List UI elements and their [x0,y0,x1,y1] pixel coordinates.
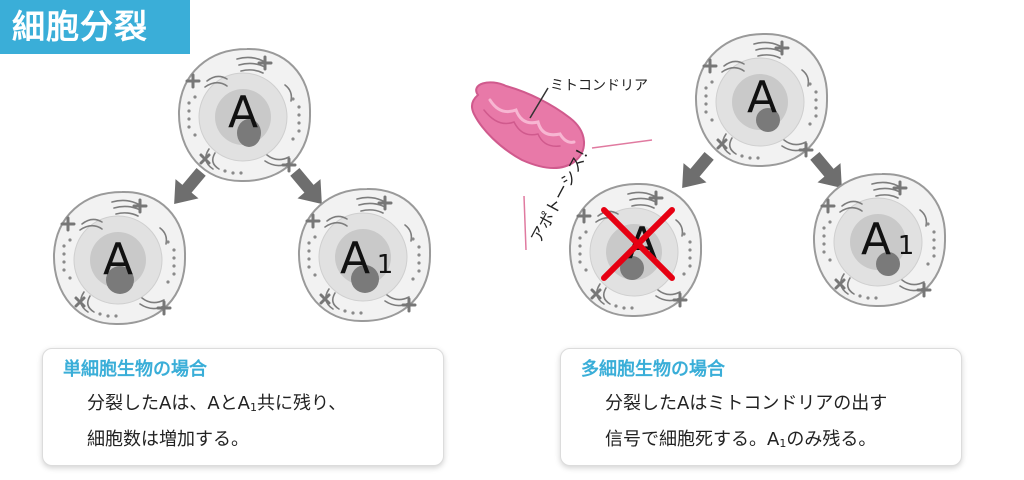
panel-text: 共に残り、 [256,393,347,414]
panel-title: 単細胞生物の場合 [63,359,207,380]
cell-child-left-a: A [52,190,187,326]
cell-label-subscript: 1 [898,231,915,261]
panel-text-line: 信号で細胞死する。A1のみ残る。 [605,425,876,451]
nucleolus [756,108,780,132]
death-cross-icon [601,207,675,281]
single-celled-panel: 単細胞生物の場合 分裂したAは、AとA1共に残り、 細胞数は増加する。 [42,348,444,466]
panel-subscript: 1 [249,401,257,414]
nucleolus [106,266,134,294]
division-arrow [670,146,721,198]
cell-label: A [340,233,370,284]
panel-subscript: 1 [779,437,787,450]
mitochondria-leader-line [529,87,549,119]
cell-label: A [228,87,258,138]
cell-label: A [861,214,891,265]
panel-text: 分裂したAは、AとA [87,393,250,414]
panel-text-line: 分裂したAは、AとA1共に残り、 [87,389,346,415]
apoptosis-pink-line [523,195,527,251]
panel-text: 信号で細胞死する。A [605,429,780,450]
nucleolus [876,252,900,276]
mitochondria-label: ミトコンドリア [550,78,648,94]
cell-parent-right: A [694,32,829,168]
cell-child-left-a1: A 1 [297,187,432,323]
apoptosis-pink-line [591,139,653,149]
nucleolus [620,256,644,280]
nucleolus [237,119,261,147]
multicellular-panel: 多細胞生物の場合 分裂したAはミトコンドリアの出す 信号で細胞死する。A1のみ残… [560,348,962,466]
panel-text: 分裂したAはミトコンドリアの出す [605,393,888,414]
nucleolus [351,265,379,293]
cell-parent-left: A [177,47,312,183]
panel-text-line: 細胞数は増加する。 [87,425,249,451]
panel-text: 細胞数は増加する。 [87,429,249,450]
cell-child-right-a: A [568,182,703,318]
mitochondria [470,81,585,169]
page-title: 細胞分裂 [0,0,190,54]
cell-label: A [103,234,133,285]
panel-text: のみ残る。 [786,429,877,450]
cell-label: A [747,72,777,123]
panel-text-line: 分裂したAはミトコンドリアの出す [605,389,887,415]
cell-label-subscript: 1 [377,250,394,280]
cell-child-right-a1: A 1 [812,172,947,308]
panel-title: 多細胞生物の場合 [581,359,725,380]
